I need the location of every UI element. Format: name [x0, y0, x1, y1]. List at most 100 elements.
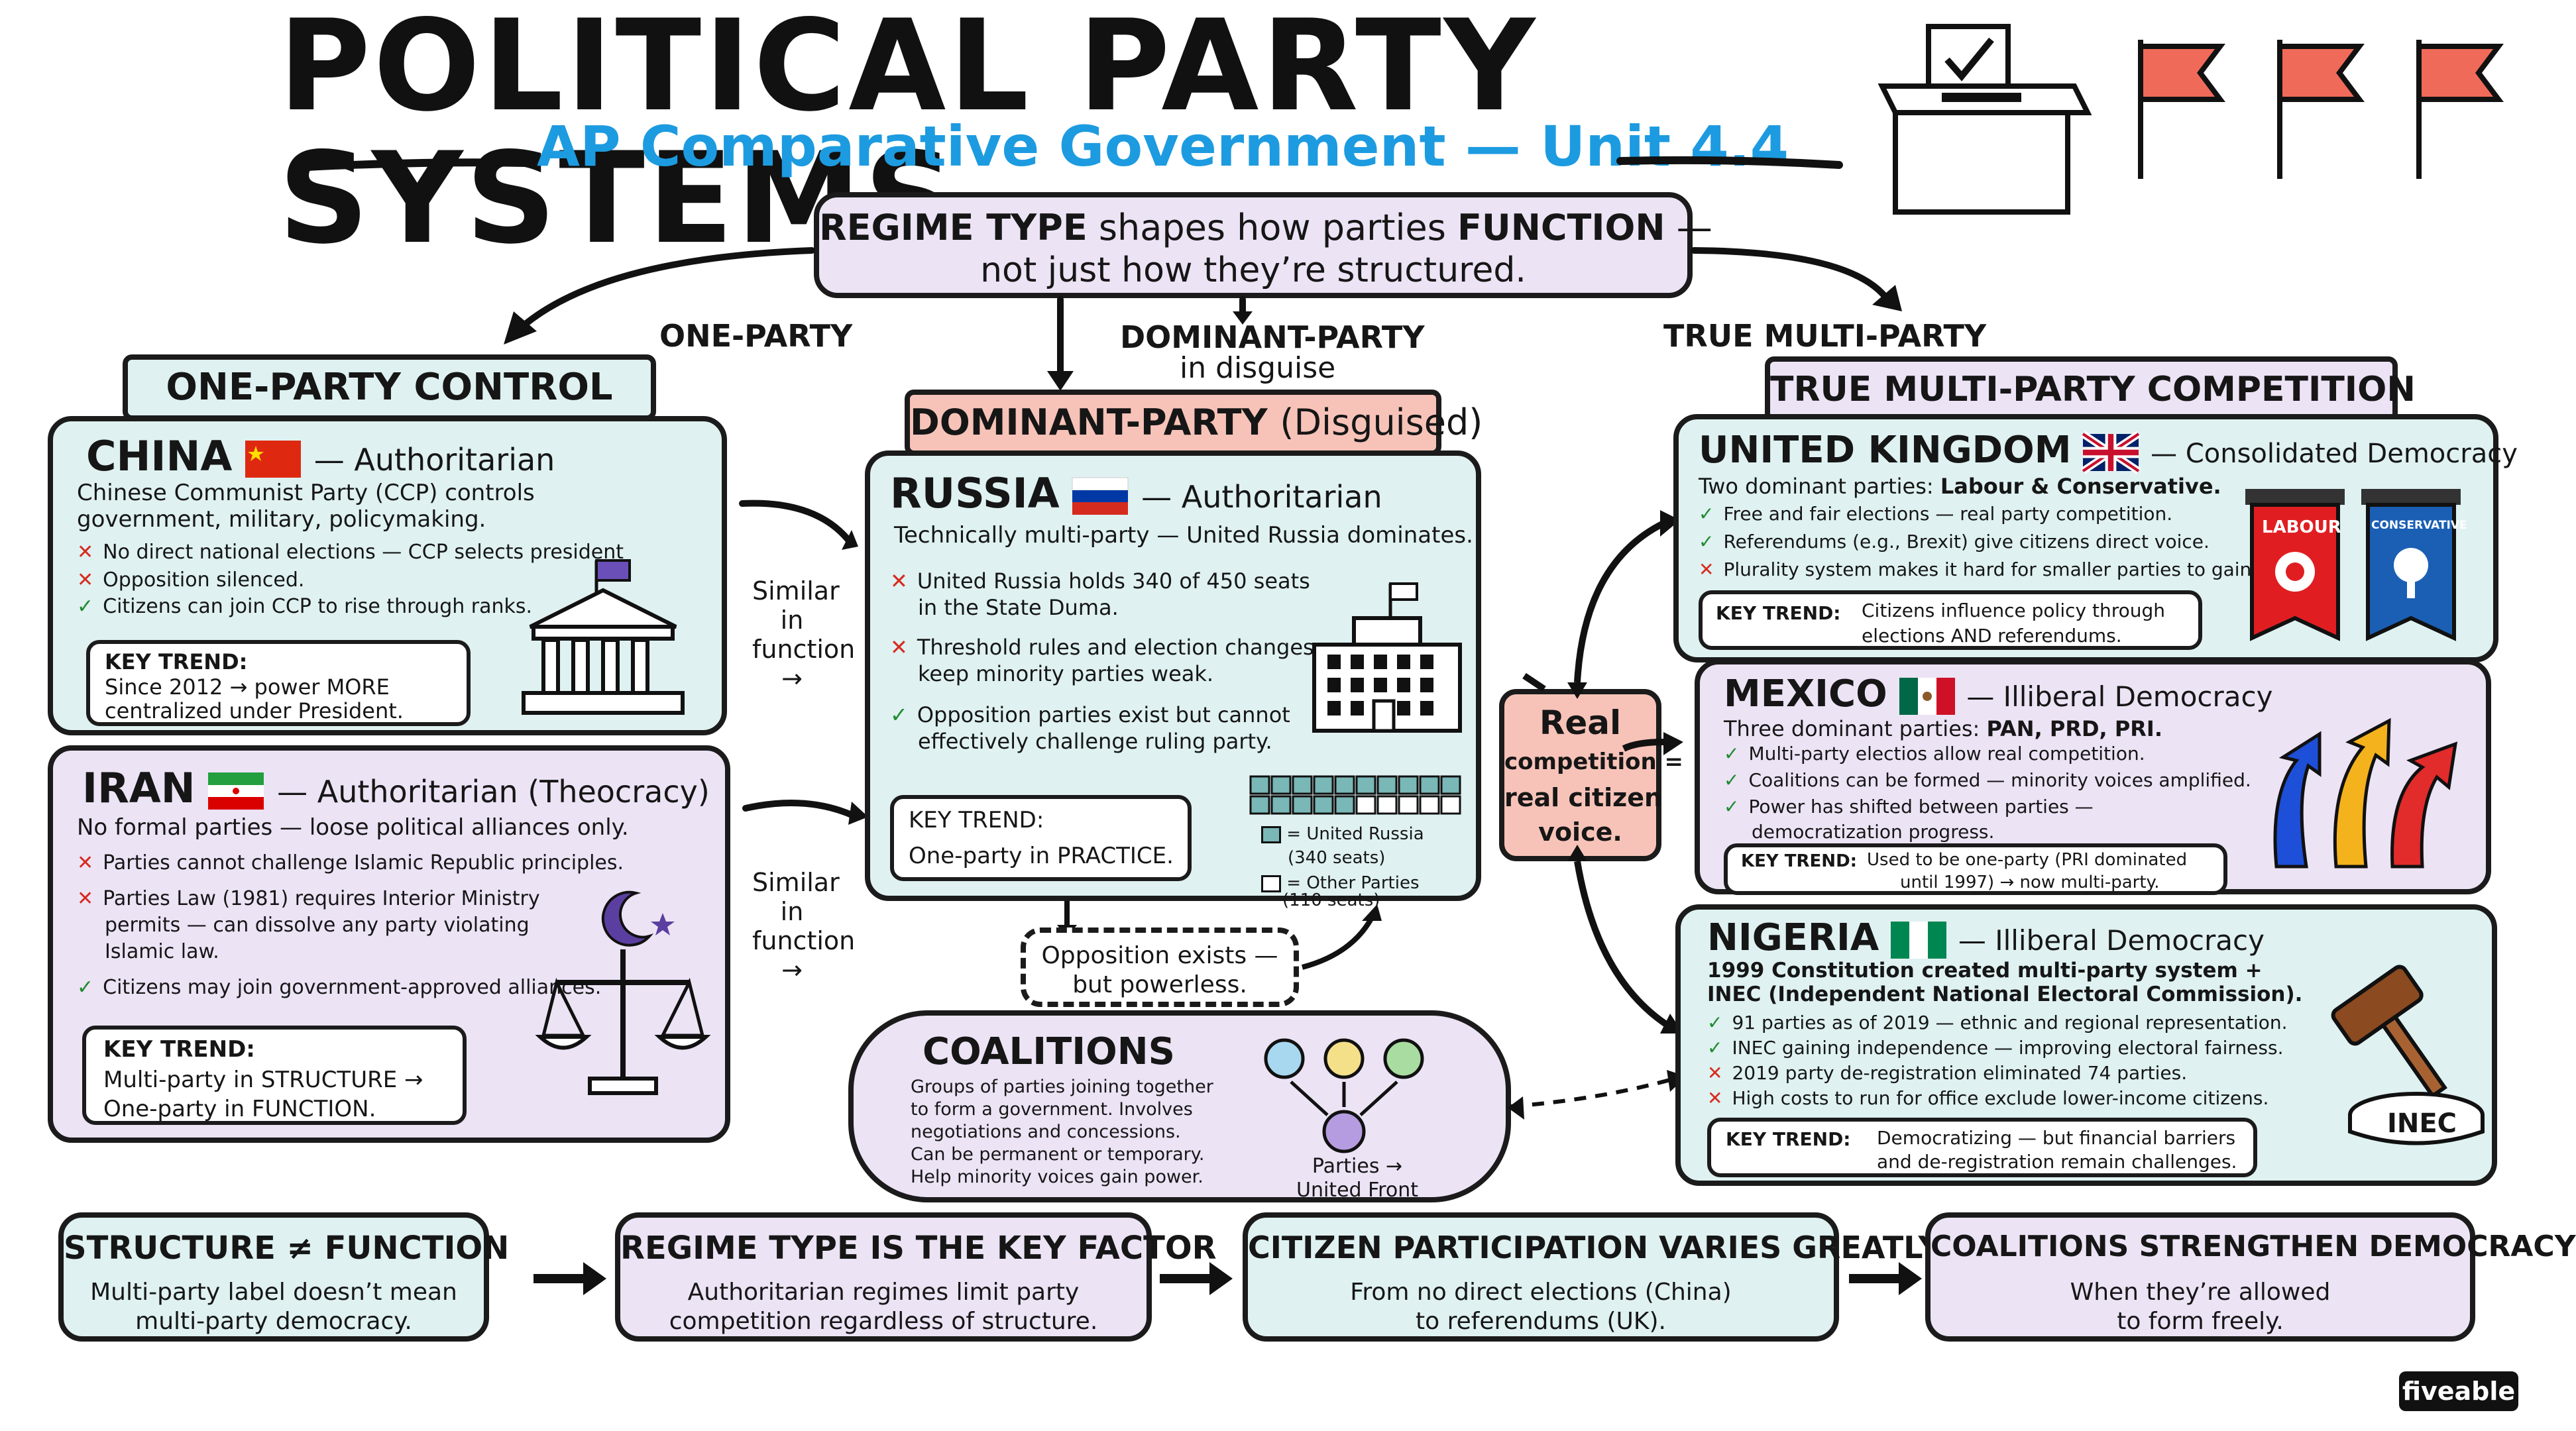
page-subtitle: AP Comparative Government — Unit 4.4 — [537, 114, 1789, 179]
takeaway-4-l1: When they’re allowed — [2070, 1279, 2331, 1306]
russia-item-1-text: United Russia holds 340 of 450 seats — [917, 568, 1310, 594]
legend-swatch-other — [1261, 874, 1281, 892]
iran-item-1-text: Parties cannot challenge Islamic Republi… — [103, 851, 624, 874]
china-desc1: Chinese Communist Party (CCP) controls — [77, 480, 535, 506]
iran-flag-icon — [208, 772, 264, 810]
seat-united-russia — [1313, 795, 1334, 815]
takeaway-1-title: STRUCTURE ≠ FUNCTION — [64, 1230, 510, 1267]
x-icon: ✕ — [77, 541, 94, 564]
fiveable-logo-text: fiveable — [2402, 1377, 2516, 1406]
uk-item-2-text: Referendums (e.g., Brexit) give citizens… — [1723, 531, 2210, 553]
opposition-box: Opposition exists — but powerless. — [1021, 928, 1299, 1007]
russia-type: — Authoritarian — [1141, 479, 1382, 515]
china-trend-label: KEY TREND: — [105, 649, 248, 674]
x-icon: ✕ — [77, 851, 94, 874]
real-l2: competition = — [1504, 749, 1684, 775]
similar-1-arrow: → — [781, 664, 803, 693]
x-icon: ✕ — [77, 887, 94, 910]
iran-item-3: permits — can dissolve any party violati… — [105, 914, 530, 937]
russia-trend-label: KEY TREND: — [909, 807, 1044, 833]
china-item-2-text: Opposition silenced. — [103, 568, 305, 592]
header-true-multi-party: TRUE MULTI-PARTY COMPETITION — [1765, 356, 2416, 423]
uk-name: UNITED KINGDOM — [1699, 429, 2072, 472]
seat-united-russia — [1440, 775, 1461, 795]
duma-seat-chart — [1249, 775, 1461, 815]
russia-name: RUSSIA — [890, 469, 1060, 517]
uk-trend-label: KEY TREND: — [1716, 602, 1841, 624]
conservative-banner-icon — [2361, 489, 2461, 641]
mexico-trend-label: KEY TREND: — [1741, 851, 1858, 871]
regime-line1-a: REGIME TYPE — [819, 207, 1088, 248]
iran-key-trend: KEY TREND: Multi-party in STRUCTURE → On… — [82, 1026, 467, 1125]
china-item-1-text: No direct national elections — CCP selec… — [103, 541, 624, 564]
regime-line2: not just how they’re structured. — [980, 250, 1526, 290]
labour-banner-label: LABOUR — [2262, 517, 2341, 537]
nigeria-item-1: ✓91 parties as of 2019 — ethnic and regi… — [1707, 1012, 2288, 1034]
nigeria-item-3: ✕2019 party de-registration eliminated 7… — [1707, 1062, 2187, 1084]
nigeria-key-trend: KEY TREND: Democratizing — but financial… — [1707, 1118, 2257, 1177]
seat-united-russia — [1313, 775, 1334, 795]
nigeria-name: NIGERIA — [1707, 916, 1879, 959]
similar-1-c: function — [752, 635, 856, 664]
takeaway-2-title: REGIME TYPE IS THE KEY FACTOR — [620, 1230, 1217, 1267]
coalitions-line-2: to form a government. Involves — [911, 1099, 1193, 1120]
russia-item-3-text: Opposition parties exist but cannot — [917, 702, 1290, 727]
mexico-card: MEXICO — Illiberal Democracy Three domin… — [1695, 659, 2491, 895]
uk-desc-a: Two dominant parties: — [1699, 474, 1940, 499]
title-underline-left — [291, 158, 531, 172]
similar-2-a: Similar — [752, 868, 840, 897]
x-icon: ✕ — [1707, 1062, 1723, 1084]
nigeria-item-2-text: INEC gaining independence — improving el… — [1732, 1037, 2284, 1059]
russia-desc1: Technically multi-party — United Russia … — [894, 522, 1473, 549]
china-trend-2: centralized under President. — [105, 698, 404, 723]
check-icon: ✓ — [1707, 1037, 1723, 1059]
seat-united-russia — [1376, 775, 1398, 795]
inec-label: INEC — [2387, 1108, 2457, 1139]
coalitions-line-3: negotiations and concessions. — [911, 1122, 1181, 1142]
china-to-russia-arrow — [739, 500, 858, 550]
seat-united-russia — [1419, 775, 1440, 795]
mexico-key-trend: KEY TREND: Used to be one-party (PRI dom… — [1724, 843, 2227, 895]
seat-united-russia — [1355, 775, 1376, 795]
x-icon: ✕ — [1699, 558, 1714, 580]
uk-item-2: ✓Referendums (e.g., Brexit) give citizen… — [1699, 531, 2210, 553]
mexico-item-3: ✓Power has shifted between parties — — [1724, 796, 2094, 818]
seat-united-russia — [1270, 795, 1292, 815]
rising-arrows-icon — [2273, 717, 2458, 869]
mexico-desc-a: Three dominant parties: — [1724, 716, 1987, 741]
china-item-2: ✕Opposition silenced. — [77, 568, 304, 592]
header-multi-label: TRUE MULTI-PARTY COMPETITION — [1770, 370, 2416, 409]
russia-item-3: ✓Opposition parties exist but cannot — [890, 702, 1290, 727]
mexico-item-1-text: Multi-party electios allow real competit… — [1748, 743, 2145, 765]
russia-item-2-text: Threshold rules and election changes — [917, 635, 1314, 660]
nigeria-type: — Illiberal Democracy — [1958, 924, 2265, 957]
china-type: — Authoritarian — [313, 442, 555, 478]
check-icon: ✓ — [1724, 743, 1740, 765]
takeaway-coalitions: COALITIONS STRENGTHEN DEMOCRACY When the… — [1925, 1212, 2576, 1342]
china-card: CHINA — Authoritarian Chinese Communist … — [48, 416, 727, 735]
china-key-trend: KEY TREND: Since 2012 → power MORE centr… — [86, 640, 471, 726]
seat-united-russia — [1249, 795, 1270, 815]
nigeria-item-2: ✓ INEC gaining independence — improving e… — [1707, 1037, 2283, 1059]
iran-card: IRAN — Authoritarian (Theocracy) No form… — [48, 745, 730, 1143]
real-l4: voice. — [1538, 818, 1622, 847]
regime-type-box: REGIME TYPE shapes how parties FUNCTION … — [814, 192, 1712, 298]
iran-item-2: ✕Parties Law (1981) requires Interior Mi… — [77, 887, 540, 910]
seat-united-russia — [1292, 795, 1313, 815]
takeaway-citizen-participation: CITIZEN PARTICIPATION VARIES GREATLY Fro… — [1243, 1212, 1940, 1342]
iran-item-5-text: Citizens may join government-approved al… — [103, 976, 602, 999]
regime-line1-c: FUNCTION — [1457, 207, 1665, 248]
coalitions-diagram-2: United Front — [1296, 1179, 1418, 1202]
russia-item-2b: keep minority parties weak. — [918, 661, 1214, 686]
header-dominant-sub: (Disguised) — [1280, 401, 1483, 443]
nigeria-desc1: 1999 Constitution created multi-party sy… — [1707, 959, 2263, 982]
legend-united-russia: = United Russia — [1286, 824, 1424, 844]
coalitions-diagram-1: Parties → — [1312, 1155, 1403, 1178]
mexico-desc-b: PAN, PRD, PRI. — [1986, 716, 2162, 741]
mexico-type: — Illiberal Democracy — [1966, 680, 2273, 713]
coalition-parties-diagram — [1264, 1038, 1424, 1153]
scales-of-justice-icon — [535, 890, 711, 1095]
similar-2-arrow: → — [781, 955, 803, 984]
check-icon: ✓ — [1724, 796, 1740, 818]
government-building-icon — [522, 559, 685, 715]
